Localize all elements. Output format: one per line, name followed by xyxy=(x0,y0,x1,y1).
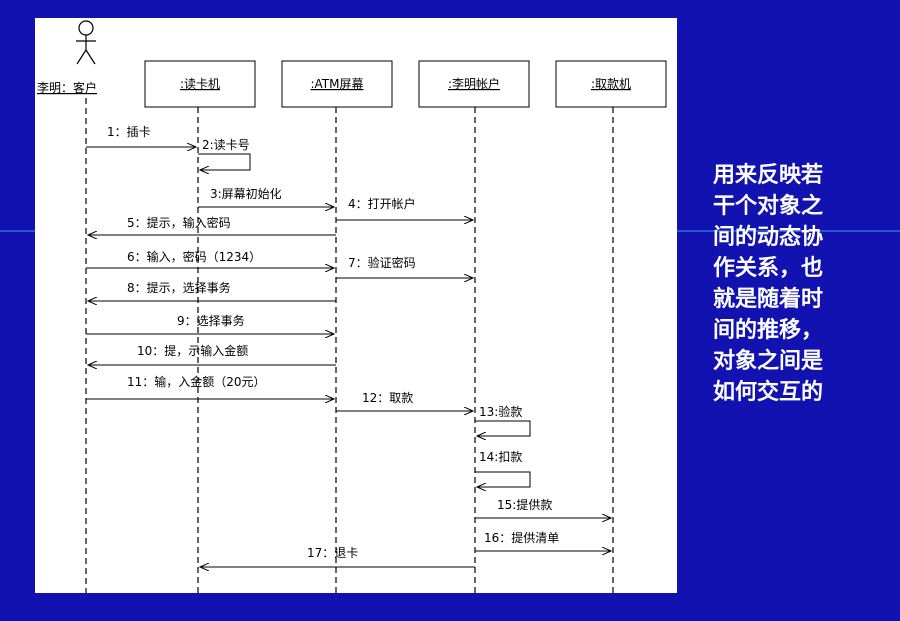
message-label: 17：退卡 xyxy=(307,546,358,560)
lifeline-box xyxy=(555,60,667,108)
message-9: 9：选择事务 xyxy=(86,313,334,334)
message-7: 7：验证密码 xyxy=(336,255,473,278)
message-8: 8：提示，选择事务 xyxy=(88,280,336,301)
message-label: 3:屏幕初始化 xyxy=(210,187,282,201)
message-1: 1：插卡 xyxy=(86,125,196,147)
lifeline-label: :ATM屏幕 xyxy=(310,77,363,91)
message-label: 15:提供款 xyxy=(497,497,552,512)
message-label: 6：输入，密码（1234） xyxy=(127,249,261,264)
message-label: 1：插卡 xyxy=(107,125,151,139)
message-4: 4：打开帐户 xyxy=(336,196,473,220)
message-16: 16：提供清单 xyxy=(475,530,611,551)
lifeline-dispenser: :取款机 xyxy=(555,60,667,593)
lifeline-box xyxy=(281,60,393,108)
sequence-diagram: 李明：客户 :读卡机 :ATM屏幕 :李明帐户 :取款机 1：插卡 xyxy=(37,20,667,593)
message-label: 13:验款 xyxy=(479,404,522,419)
lifeline-screen: :ATM屏幕 xyxy=(281,60,393,593)
message-label: 2:读卡号 xyxy=(202,138,250,152)
actor-label: 李明：客户 xyxy=(37,80,97,95)
lifeline-box xyxy=(418,60,530,108)
message-14: 14:扣款 xyxy=(475,450,531,487)
message-label: 5：提示，输入密码 xyxy=(127,215,231,230)
message-11: 11：输，入金额（20元） xyxy=(86,374,334,399)
lifeline-box xyxy=(144,60,256,108)
sequence-diagram-panel: 李明：客户 :读卡机 :ATM屏幕 :李明帐户 :取款机 1：插卡 xyxy=(35,18,677,593)
message-15: 15:提供款 xyxy=(475,497,611,518)
message-3: 3:屏幕初始化 xyxy=(198,187,334,207)
message-6: 6：输入，密码（1234） xyxy=(86,249,334,268)
description-text: 用来反映若 干个对象之 间的动态协 作关系，也 就是随着时 间的推移， 对象之间… xyxy=(713,163,824,405)
lifeline-label: :李明帐户 xyxy=(448,76,500,91)
message-label: 12：取款 xyxy=(362,391,413,405)
message-label: 11：输，入金额（20元） xyxy=(127,374,266,389)
message-13: 13:验款 xyxy=(475,404,531,436)
message-label: 8：提示，选择事务 xyxy=(127,280,231,295)
lifeline-label: :读卡机 xyxy=(180,77,220,91)
message-5: 5：提示，输入密码 xyxy=(88,215,336,235)
message-17: 17：退卡 xyxy=(200,546,475,567)
message-2: 2:读卡号 xyxy=(198,138,251,170)
message-label: 7：验证密码 xyxy=(348,255,416,270)
message-10: 10：提，示输入金额 xyxy=(88,343,336,365)
message-label: 14:扣款 xyxy=(479,450,522,464)
lifeline-account: :李明帐户 xyxy=(418,60,530,593)
message-12: 12：取款 xyxy=(336,391,473,411)
message-label: 16：提供清单 xyxy=(484,530,559,545)
stick-figure-icon xyxy=(76,20,96,65)
lifeline-reader: :读卡机 xyxy=(144,60,256,593)
lifeline-label: :取款机 xyxy=(591,77,631,91)
message-label: 9：选择事务 xyxy=(177,313,245,328)
message-label: 4：打开帐户 xyxy=(348,196,416,211)
message-label: 10：提，示输入金额 xyxy=(137,343,248,358)
